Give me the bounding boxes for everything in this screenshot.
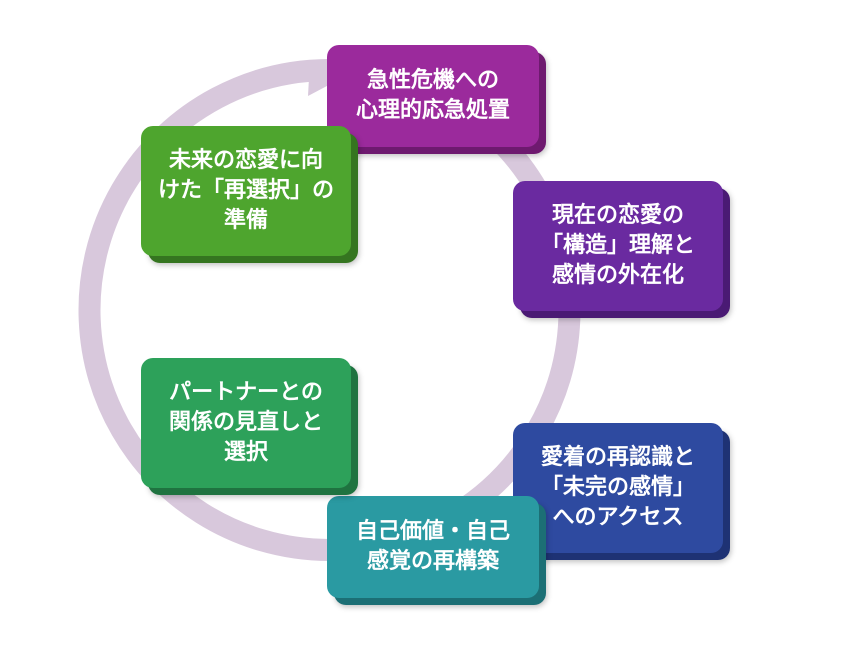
step-6-label: 未来の恋愛に向 けた「再選択」の 準備 [157,148,334,233]
step-6-future-reselection: 未来の恋愛に向 けた「再選択」の 準備 [141,126,351,256]
step-3-label: 愛着の再認識と 「未完の感情」 へのアクセス [540,445,695,530]
step-5-label: パートナーとの 関係の見直しと 選択 [168,380,323,465]
cycle-arrow-head [308,60,342,96]
step-2-label: 現在の恋愛の 「構造」理解と 感情の外在化 [540,203,695,288]
step-4-self-worth-rebuild: 自己価値・自己 感覚の再構築 [327,496,539,598]
step-4-label: 自己価値・自己 感覚の再構築 [355,519,510,574]
step-3-attachment-reawareness: 愛着の再認識と 「未完の感情」 へのアクセス [513,423,723,553]
step-1-label: 急性危機への 心理的応急処置 [355,68,510,123]
step-2-structure-understanding: 現在の恋愛の 「構造」理解と 感情の外在化 [513,181,723,311]
step-5-partner-relationship-review: パートナーとの 関係の見直しと 選択 [141,358,351,488]
step-1-crisis-first-aid: 急性危機への 心理的応急処置 [327,45,539,147]
